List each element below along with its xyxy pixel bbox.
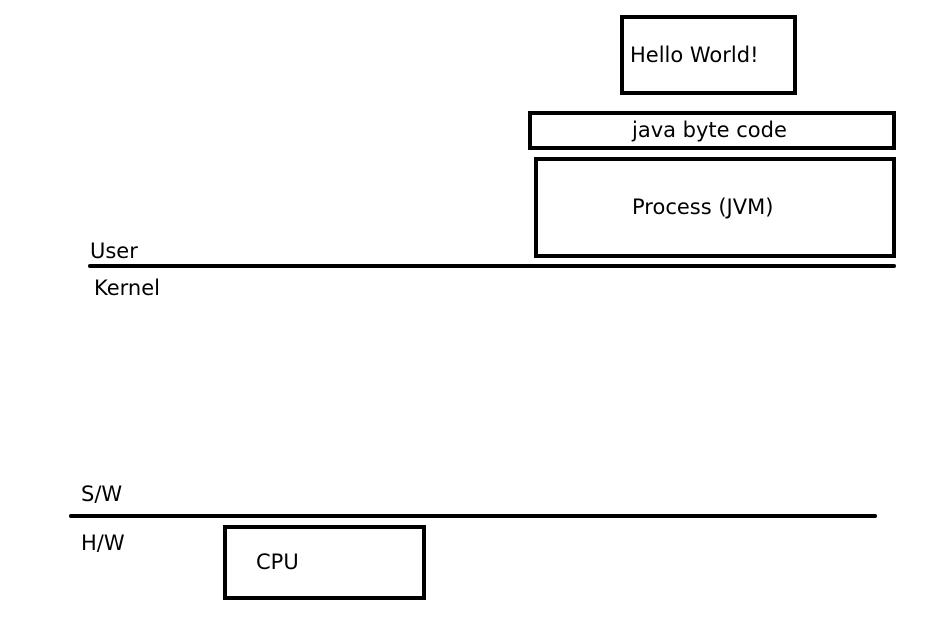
hello-world-label: Hello World! (630, 42, 759, 67)
process-jvm-box: Process (JVM) (534, 157, 896, 258)
cpu-box: CPU (223, 525, 426, 600)
hello-world-box: Hello World! (620, 15, 797, 95)
bytecode-label: java byte code (632, 118, 787, 142)
user-kernel-divider (88, 264, 896, 268)
cpu-label: CPU (256, 550, 299, 574)
software-hardware-divider (69, 514, 877, 518)
hardware-label: H/W (81, 531, 125, 555)
software-label: S/W (81, 482, 123, 506)
user-space-label: User (90, 239, 138, 263)
kernel-space-label: Kernel (94, 276, 160, 300)
process-jvm-label: Process (JVM) (632, 195, 774, 219)
bytecode-box: java byte code (528, 111, 896, 150)
